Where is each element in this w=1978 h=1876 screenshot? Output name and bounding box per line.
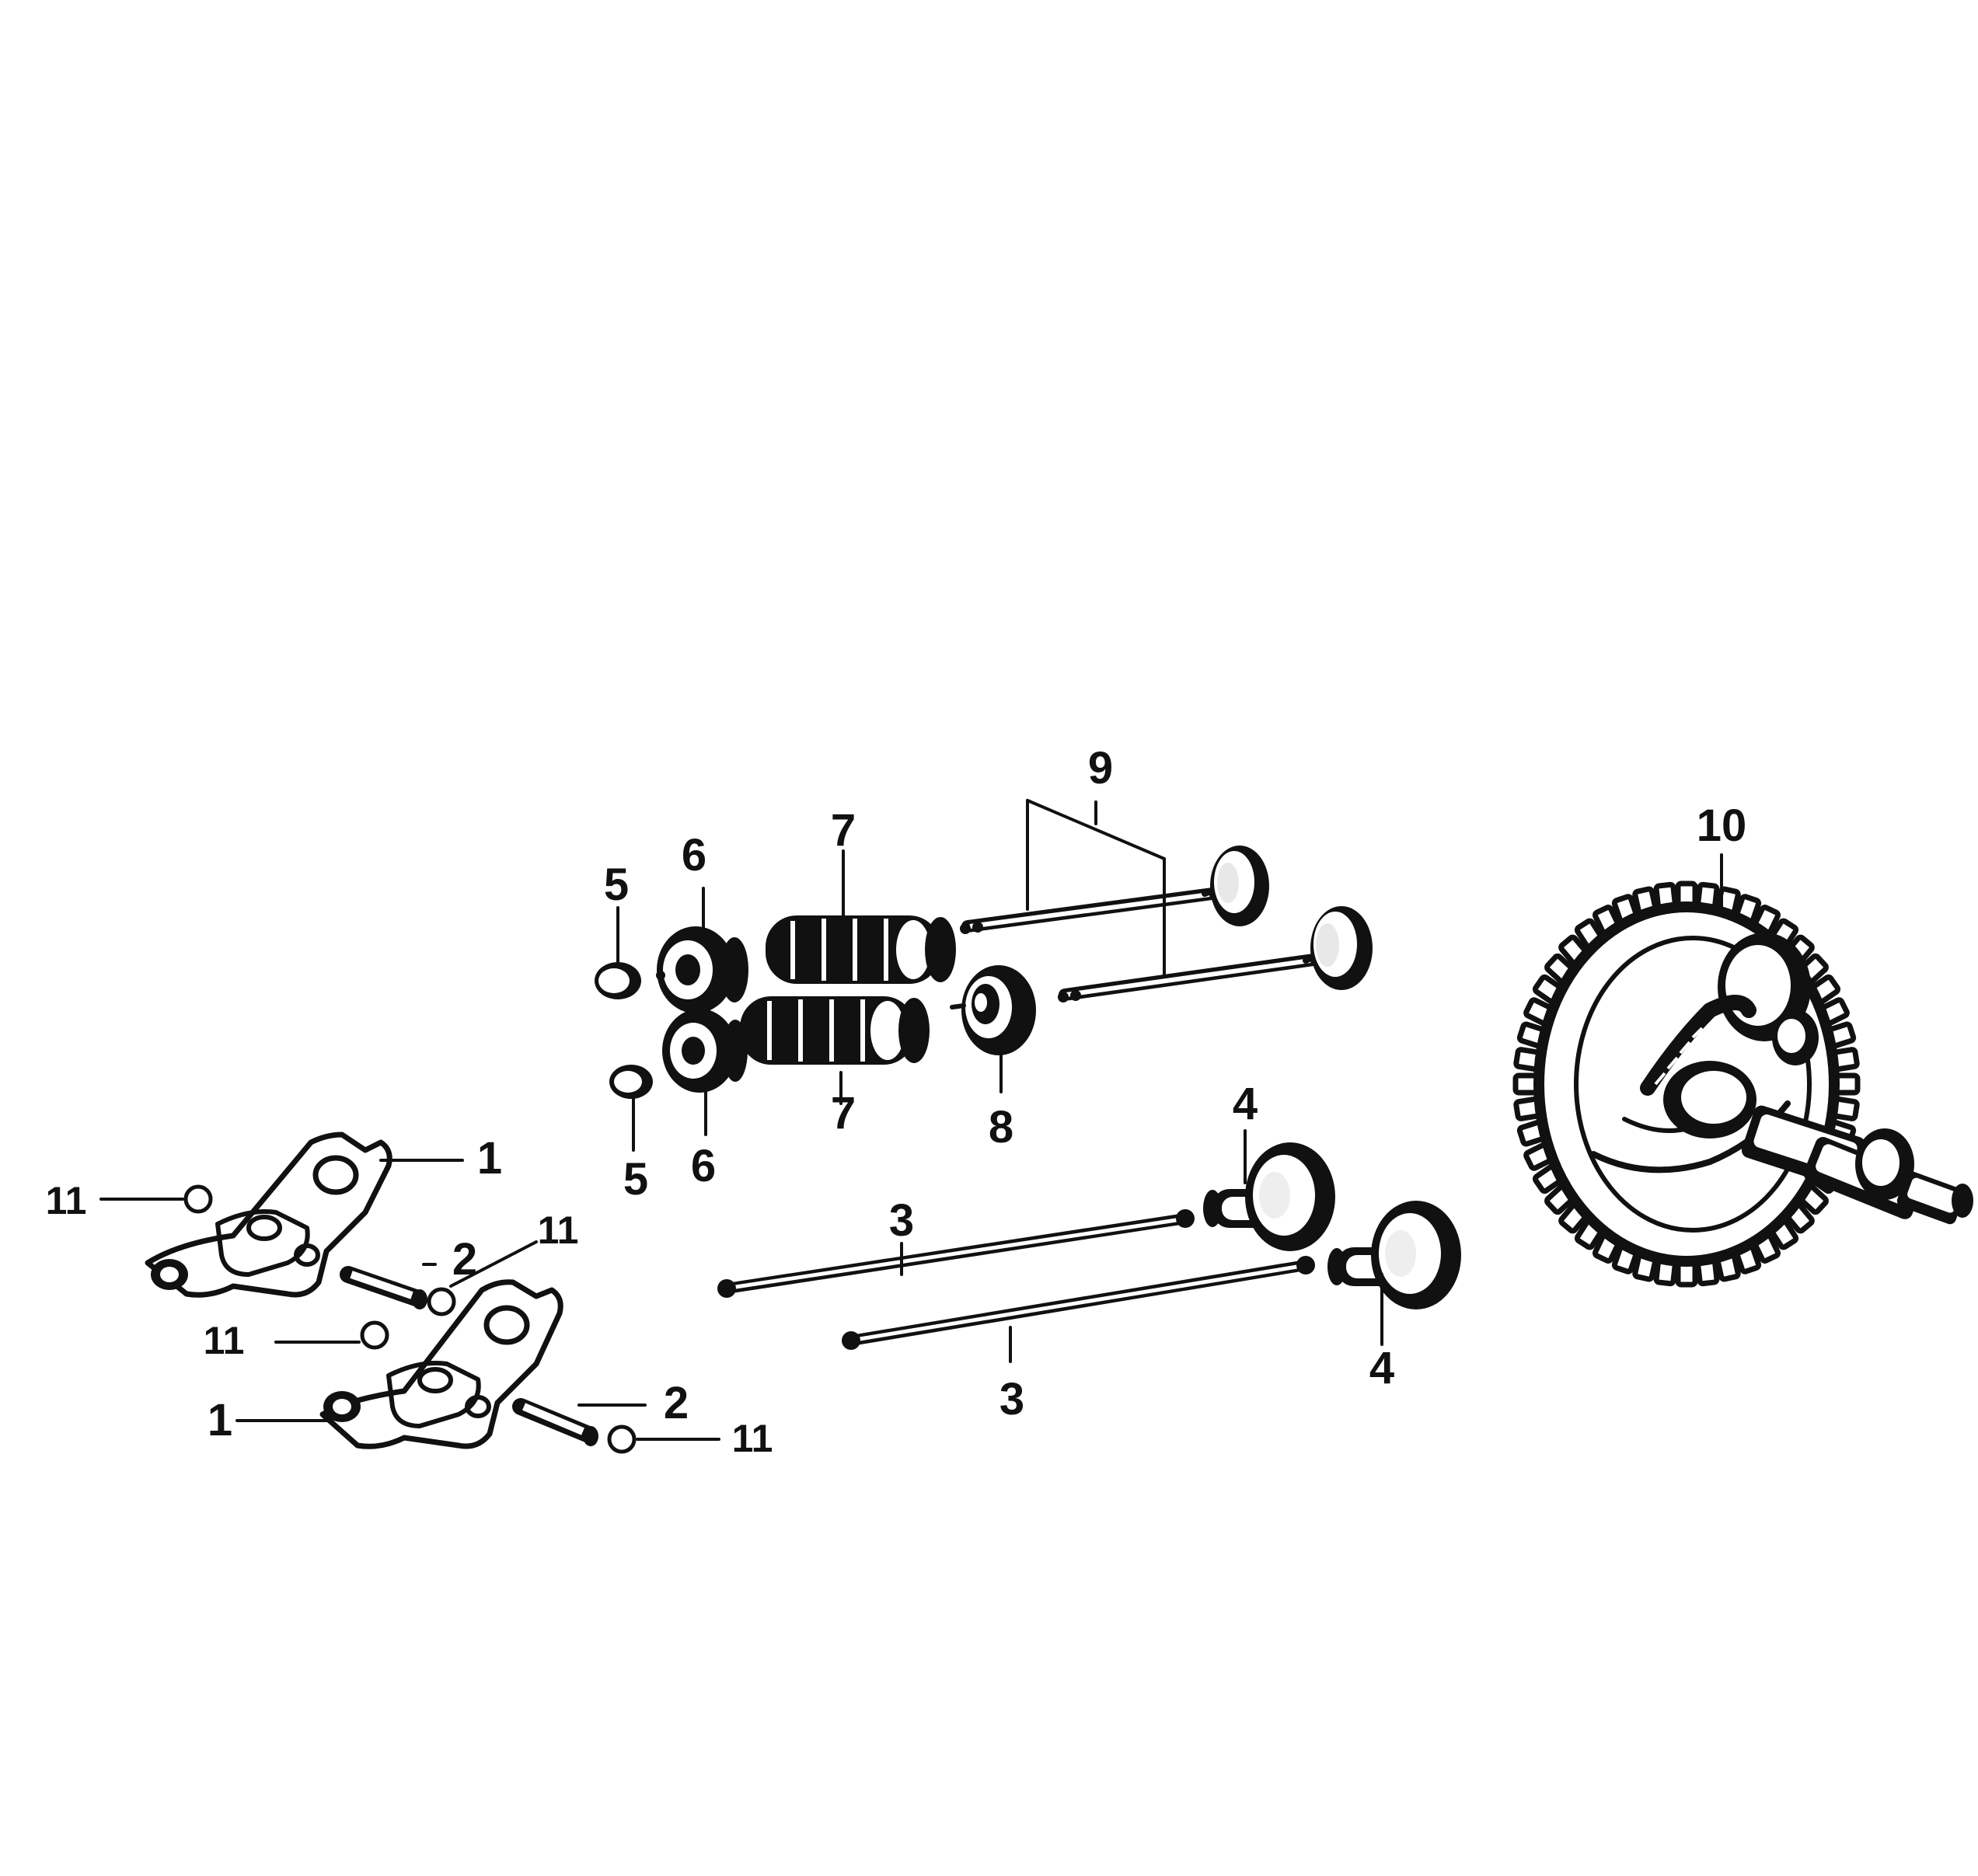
callout-1-upper: 1 — [477, 1133, 502, 1184]
callout-11-b: 11 — [538, 1208, 579, 1252]
callout-11-d: 11 — [732, 1417, 773, 1460]
callout-5-upper: 5 — [604, 860, 629, 910]
callout-4-lower: 4 — [1369, 1343, 1394, 1393]
callout-2-lower: 2 — [664, 1378, 689, 1428]
callout-7-lower: 7 — [831, 1088, 856, 1139]
callout-11-a: 11 — [46, 1179, 87, 1222]
valve-spring-upper — [766, 915, 956, 984]
push-rod-upper — [717, 1209, 1195, 1298]
valve-lower — [1058, 906, 1373, 1003]
callout-6-upper: 6 — [682, 830, 706, 880]
callout-3-upper: 3 — [889, 1195, 914, 1246]
valve-cap-upper — [595, 962, 641, 999]
circlip-c — [360, 1320, 389, 1350]
callout-9: 9 — [1088, 743, 1113, 793]
leader-lines — [99, 849, 1723, 1441]
rocker-pin-lower — [512, 1398, 598, 1446]
rocker-arm-lower — [319, 1279, 563, 1449]
callout-7-upper: 7 — [831, 805, 856, 856]
callout-8: 8 — [989, 1102, 1013, 1152]
push-rod-lower — [842, 1256, 1315, 1350]
callout-9-leader — [1026, 799, 1166, 977]
valve-stem-seal — [950, 965, 1036, 1055]
callout-6-lower: 6 — [691, 1141, 716, 1191]
valve-cap-lower — [609, 1065, 653, 1099]
rocker-pin-upper — [340, 1266, 427, 1309]
valve-spring-lower — [740, 996, 930, 1065]
callout-2-upper: 2 — [452, 1234, 477, 1285]
callout-10: 10 — [1697, 800, 1747, 851]
rocker-arm-upper — [145, 1132, 392, 1298]
circlip-b — [427, 1287, 456, 1316]
callout-3-lower: 3 — [999, 1374, 1024, 1424]
callout-1-lower: 1 — [208, 1395, 232, 1445]
callout-4-upper: 4 — [1233, 1079, 1258, 1129]
tappet-upper — [1203, 1142, 1335, 1251]
valve-upper — [960, 846, 1269, 934]
spring-retainer-lower — [662, 1009, 748, 1093]
spring-retainer-upper — [656, 926, 748, 1013]
circlip-a — [183, 1184, 213, 1214]
callout-11-c: 11 — [204, 1319, 245, 1362]
camshaft-gear — [1512, 880, 1973, 1288]
tappet-lower — [1327, 1201, 1461, 1309]
circlip-d — [607, 1424, 637, 1454]
callout-5-lower: 5 — [623, 1154, 648, 1205]
